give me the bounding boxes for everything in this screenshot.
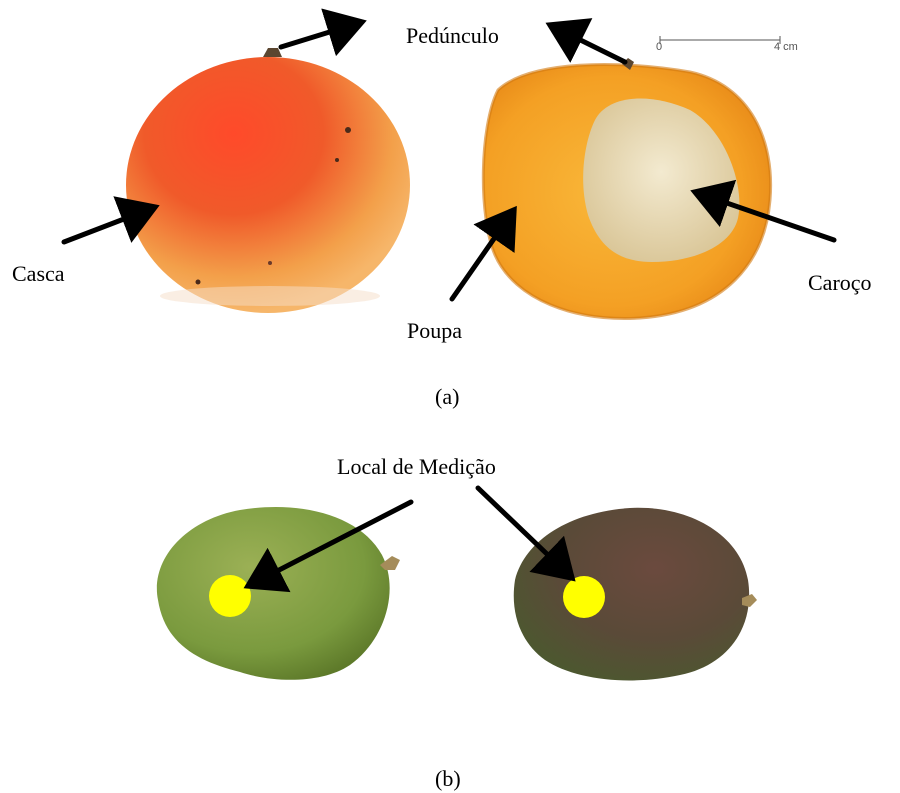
scale-bar-start-label: 0 xyxy=(656,42,662,53)
scale-bar-end-label: 4 cm xyxy=(774,42,798,53)
label-peduncle: Pedúnculo xyxy=(406,25,499,47)
green-mango xyxy=(157,507,400,680)
arrow-peduncle-left xyxy=(281,22,362,47)
label-pulp: Poupa xyxy=(407,320,462,342)
measurement-spot-right xyxy=(563,576,605,618)
caption-a: (a) xyxy=(435,386,459,408)
measurement-spot-left xyxy=(209,575,251,617)
arrow-peduncle-right xyxy=(550,25,625,62)
label-peel: Casca xyxy=(12,263,65,285)
label-seed: Caroço xyxy=(808,272,872,294)
dark-mango xyxy=(514,508,757,681)
caption-b: (b) xyxy=(435,768,461,790)
scale-bar xyxy=(660,36,780,44)
cut-mango xyxy=(483,58,770,318)
whole-mango xyxy=(126,48,410,313)
label-measurement-site: Local de Medição xyxy=(337,456,496,478)
